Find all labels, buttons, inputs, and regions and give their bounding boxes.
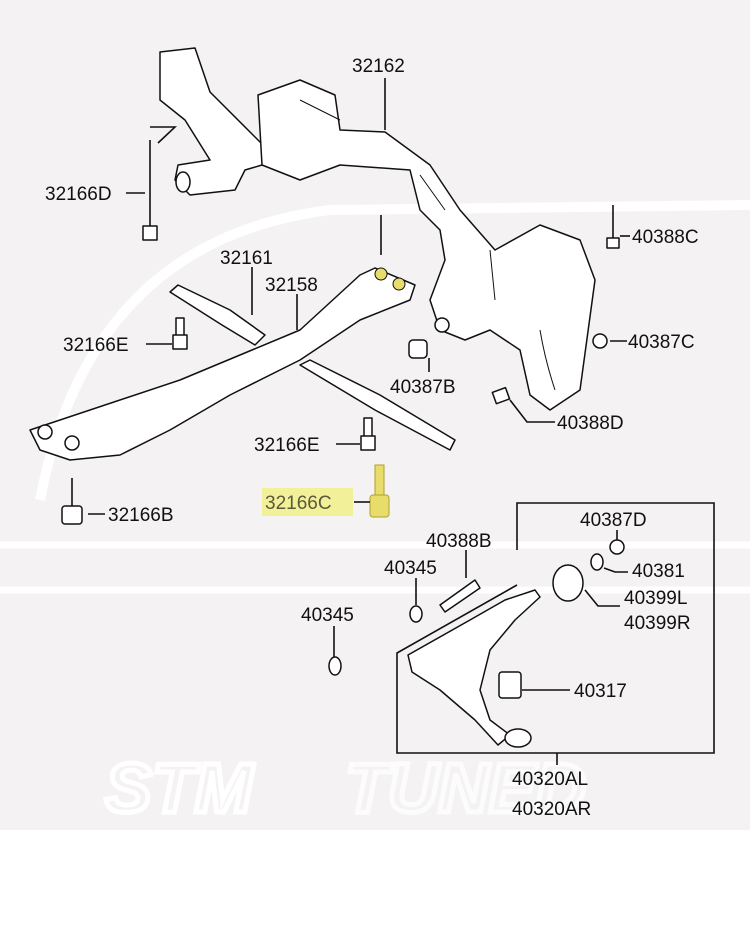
highlight-32166C — [262, 488, 353, 516]
nut-40387D — [609, 539, 625, 555]
nut-40387B — [408, 339, 428, 359]
sub-frame-32158 — [29, 267, 416, 461]
brace-32161 — [169, 284, 456, 451]
label-32162[interactable]: 32162 — [352, 56, 405, 77]
bolt-32166C-highlighted — [369, 464, 390, 518]
label-40388B[interactable]: 40388B — [426, 531, 492, 552]
bolt-32166D — [142, 140, 158, 241]
label-40317[interactable]: 40317 — [574, 681, 627, 702]
washer-40345-lower — [328, 656, 342, 676]
front-crossmember-32162 — [159, 47, 596, 411]
leader-lines — [88, 78, 630, 515]
watermark-stripes — [0, 541, 750, 594]
bolt-40388B — [439, 579, 481, 613]
lower-arm-assembly-box — [396, 502, 715, 765]
label-40399L[interactable]: 40399L — [624, 588, 687, 609]
label-32166D[interactable]: 32166D — [45, 184, 112, 205]
bolt-32166E-lower — [360, 417, 376, 451]
label-32166C[interactable]: 32166C — [265, 493, 332, 514]
lower-arm-leaders — [333, 530, 628, 691]
label-32158[interactable]: 32158 — [265, 275, 318, 296]
bolt-32166E-upper — [172, 317, 188, 350]
label-40399R[interactable]: 40399R — [624, 613, 691, 634]
washer-40381 — [590, 553, 604, 571]
label-40320AL[interactable]: 40320AL — [512, 769, 588, 790]
bolt-32166B — [61, 478, 83, 525]
label-32161[interactable]: 32161 — [220, 248, 273, 269]
washer-40345-upper — [409, 605, 423, 623]
label-40345-upper[interactable]: 40345 — [384, 558, 437, 579]
lower-arm-40320 — [328, 539, 625, 748]
nut-40387C — [592, 333, 608, 349]
svg-text:TUNED: TUNED — [345, 749, 586, 827]
bolt-40388C — [606, 205, 620, 249]
label-32166E-lower[interactable]: 32166E — [254, 435, 320, 456]
label-40387B[interactable]: 40387B — [390, 377, 456, 398]
watermark-logo: STM TUNED — [103, 747, 589, 830]
label-32166B[interactable]: 32166B — [108, 505, 174, 526]
label-32166E-upper[interactable]: 32166E — [63, 335, 129, 356]
bolt-40388D — [491, 386, 511, 405]
svg-text:STM: STM — [105, 749, 254, 827]
label-40387D[interactable]: 40387D — [580, 510, 647, 531]
label-40381[interactable]: 40381 — [632, 561, 685, 582]
label-40345-lower[interactable]: 40345 — [301, 605, 354, 626]
ball-joint-boot-40317 — [498, 671, 522, 699]
label-40388D[interactable]: 40388D — [557, 413, 624, 434]
label-40387C[interactable]: 40387C — [628, 332, 695, 353]
label-40388C[interactable]: 40388C — [632, 227, 699, 248]
bushing-40399 — [552, 564, 584, 602]
label-40320AR[interactable]: 40320AR — [512, 799, 591, 820]
